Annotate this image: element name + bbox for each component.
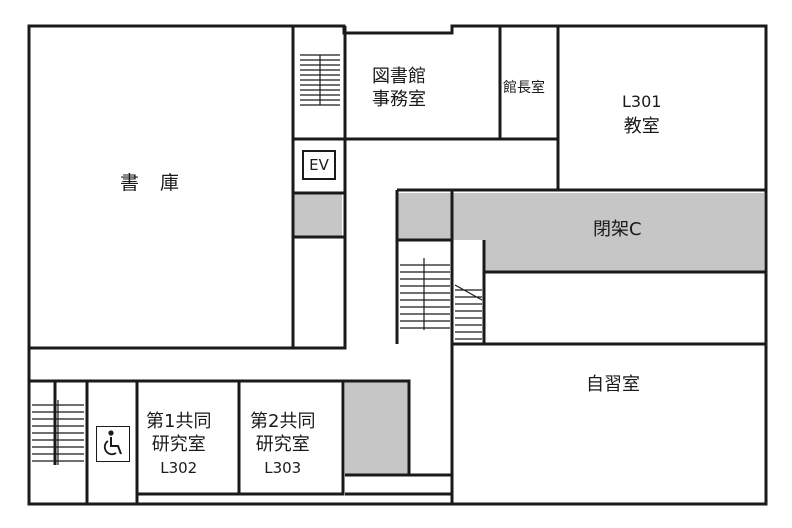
room-label-line: 事務室 xyxy=(372,88,426,110)
shaded-area-closed-stacks-lower xyxy=(484,238,764,272)
room-label-line: 第1共同 xyxy=(146,411,212,432)
shaded-area-ev xyxy=(294,193,342,237)
room-code: L301 xyxy=(622,92,662,111)
stairs-west-flight xyxy=(32,400,84,465)
stairs-east-flight xyxy=(400,258,450,330)
room-stacks: 書 庫 xyxy=(120,172,181,194)
wall-corridor xyxy=(345,473,452,496)
room-label-line: 研究室 xyxy=(151,433,206,455)
room-classroom: L301 教室 xyxy=(622,92,661,139)
room-director: 館長室 xyxy=(503,80,545,96)
stairs-icon xyxy=(300,54,340,106)
wall-ev-core xyxy=(293,26,347,348)
room-research-1: 第1共同 研究室 L302 xyxy=(146,411,211,478)
room-label-line: 研究室 xyxy=(255,433,310,455)
shaded-area-closed-stacks xyxy=(397,193,764,240)
room-library-office: 図書館 事務室 xyxy=(372,66,426,111)
wall-lower-rooms xyxy=(85,379,411,504)
room-code: L302 xyxy=(160,459,198,477)
stairs-east-landing xyxy=(454,284,483,340)
room-label-line: 教室 xyxy=(623,116,660,137)
room-label-line: 図書館 xyxy=(372,66,426,87)
room-closed-stacks: 閉架C xyxy=(593,219,642,240)
room-label-line: 第2共同 xyxy=(250,411,316,432)
room-study: 自習室 xyxy=(586,374,640,395)
room-research-2: 第2共同 研究室 L303 xyxy=(250,411,315,478)
elevator-label: EV xyxy=(302,150,336,180)
wheelchair-icon xyxy=(96,426,130,462)
room-code: L303 xyxy=(264,459,302,477)
wall-stacks-right xyxy=(291,26,347,350)
shaded-area-bottom xyxy=(345,381,409,475)
wall-office xyxy=(345,26,560,190)
wall-lower-left-stair xyxy=(29,379,87,465)
